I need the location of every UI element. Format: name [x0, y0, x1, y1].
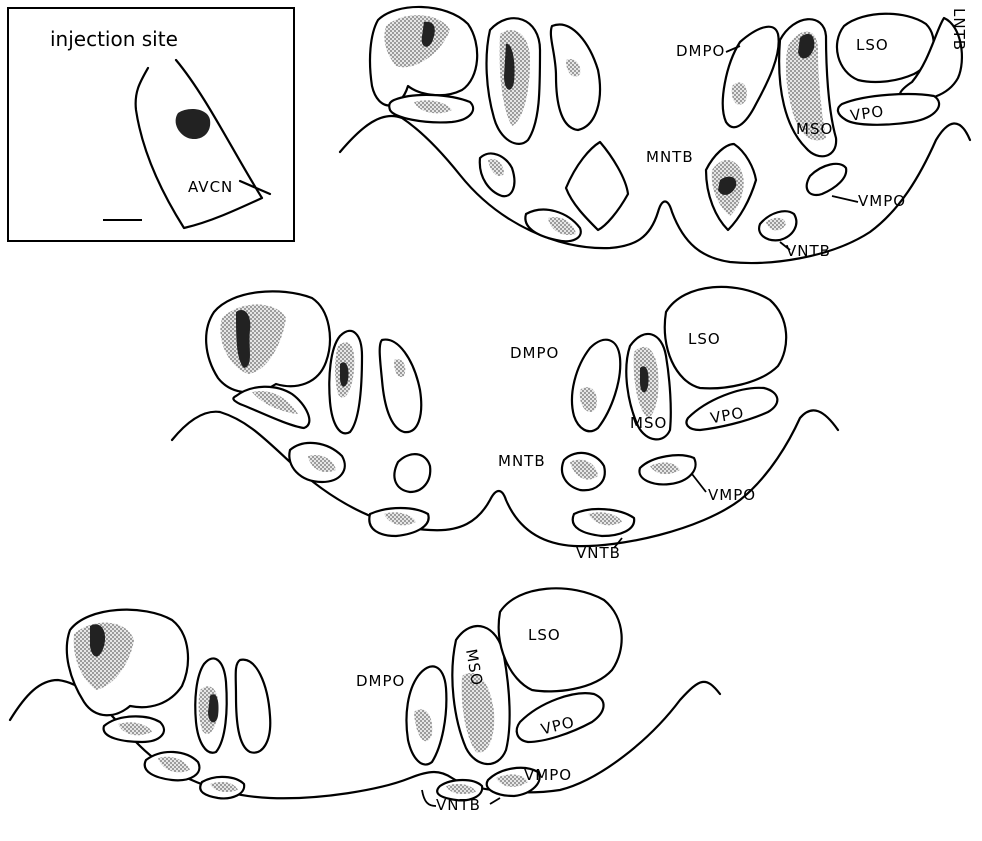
section1-outline: [340, 116, 970, 263]
s2-label-vmpo: VMPO: [708, 486, 756, 504]
injection-site-inset: injection site AVCN: [8, 8, 294, 241]
s3-label-dmpo: DMPO: [356, 672, 405, 690]
s1-label-mntb: MNTB: [646, 148, 694, 166]
s2-label-mso: MSO: [630, 414, 667, 432]
s3-label-lso: LSO: [528, 626, 561, 644]
s1-label-lntb: LNTB: [950, 8, 968, 51]
s2-right-dmpo: [572, 340, 620, 432]
s1-left-mntb: [566, 142, 628, 230]
s1-label-dmpo: DMPO: [676, 42, 725, 60]
s1-right-dmpo: [723, 27, 779, 128]
s2-label-mntb: MNTB: [498, 452, 546, 470]
s3-left-dmpo: [236, 660, 271, 753]
s2-right-lso: [665, 287, 786, 388]
section-caudal: DMPO LSO MSO VPO VMPO VNTB: [10, 588, 720, 814]
section2-outline: [172, 410, 838, 546]
s1-label-mso: MSO: [796, 120, 833, 138]
s3-label-vntb: VNTB: [436, 796, 481, 814]
s2-label-lso: LSO: [688, 330, 721, 348]
s2-label-dmpo: DMPO: [510, 344, 559, 362]
s1-label-vmpo: VMPO: [858, 192, 906, 210]
inset-title: injection site: [50, 27, 178, 51]
s1-label-lso: LSO: [856, 36, 889, 54]
s1-label-vntb: VNTB: [786, 242, 831, 260]
s1-left-dmpo: [551, 25, 600, 130]
s1-right-vmpo: [807, 164, 846, 195]
section-middle: DMPO LSO MSO VPO MNTB VMPO VNTB: [172, 287, 838, 562]
s2-left-dmpo: [380, 340, 422, 433]
avcn-label: AVCN: [188, 178, 233, 196]
section-rostral: DMPO LSO LNTB MSO VPO MNTB VMPO VNTB: [340, 7, 970, 263]
s2-left-mntb: [394, 454, 430, 492]
s3-label-vmpo: VMPO: [524, 766, 572, 784]
